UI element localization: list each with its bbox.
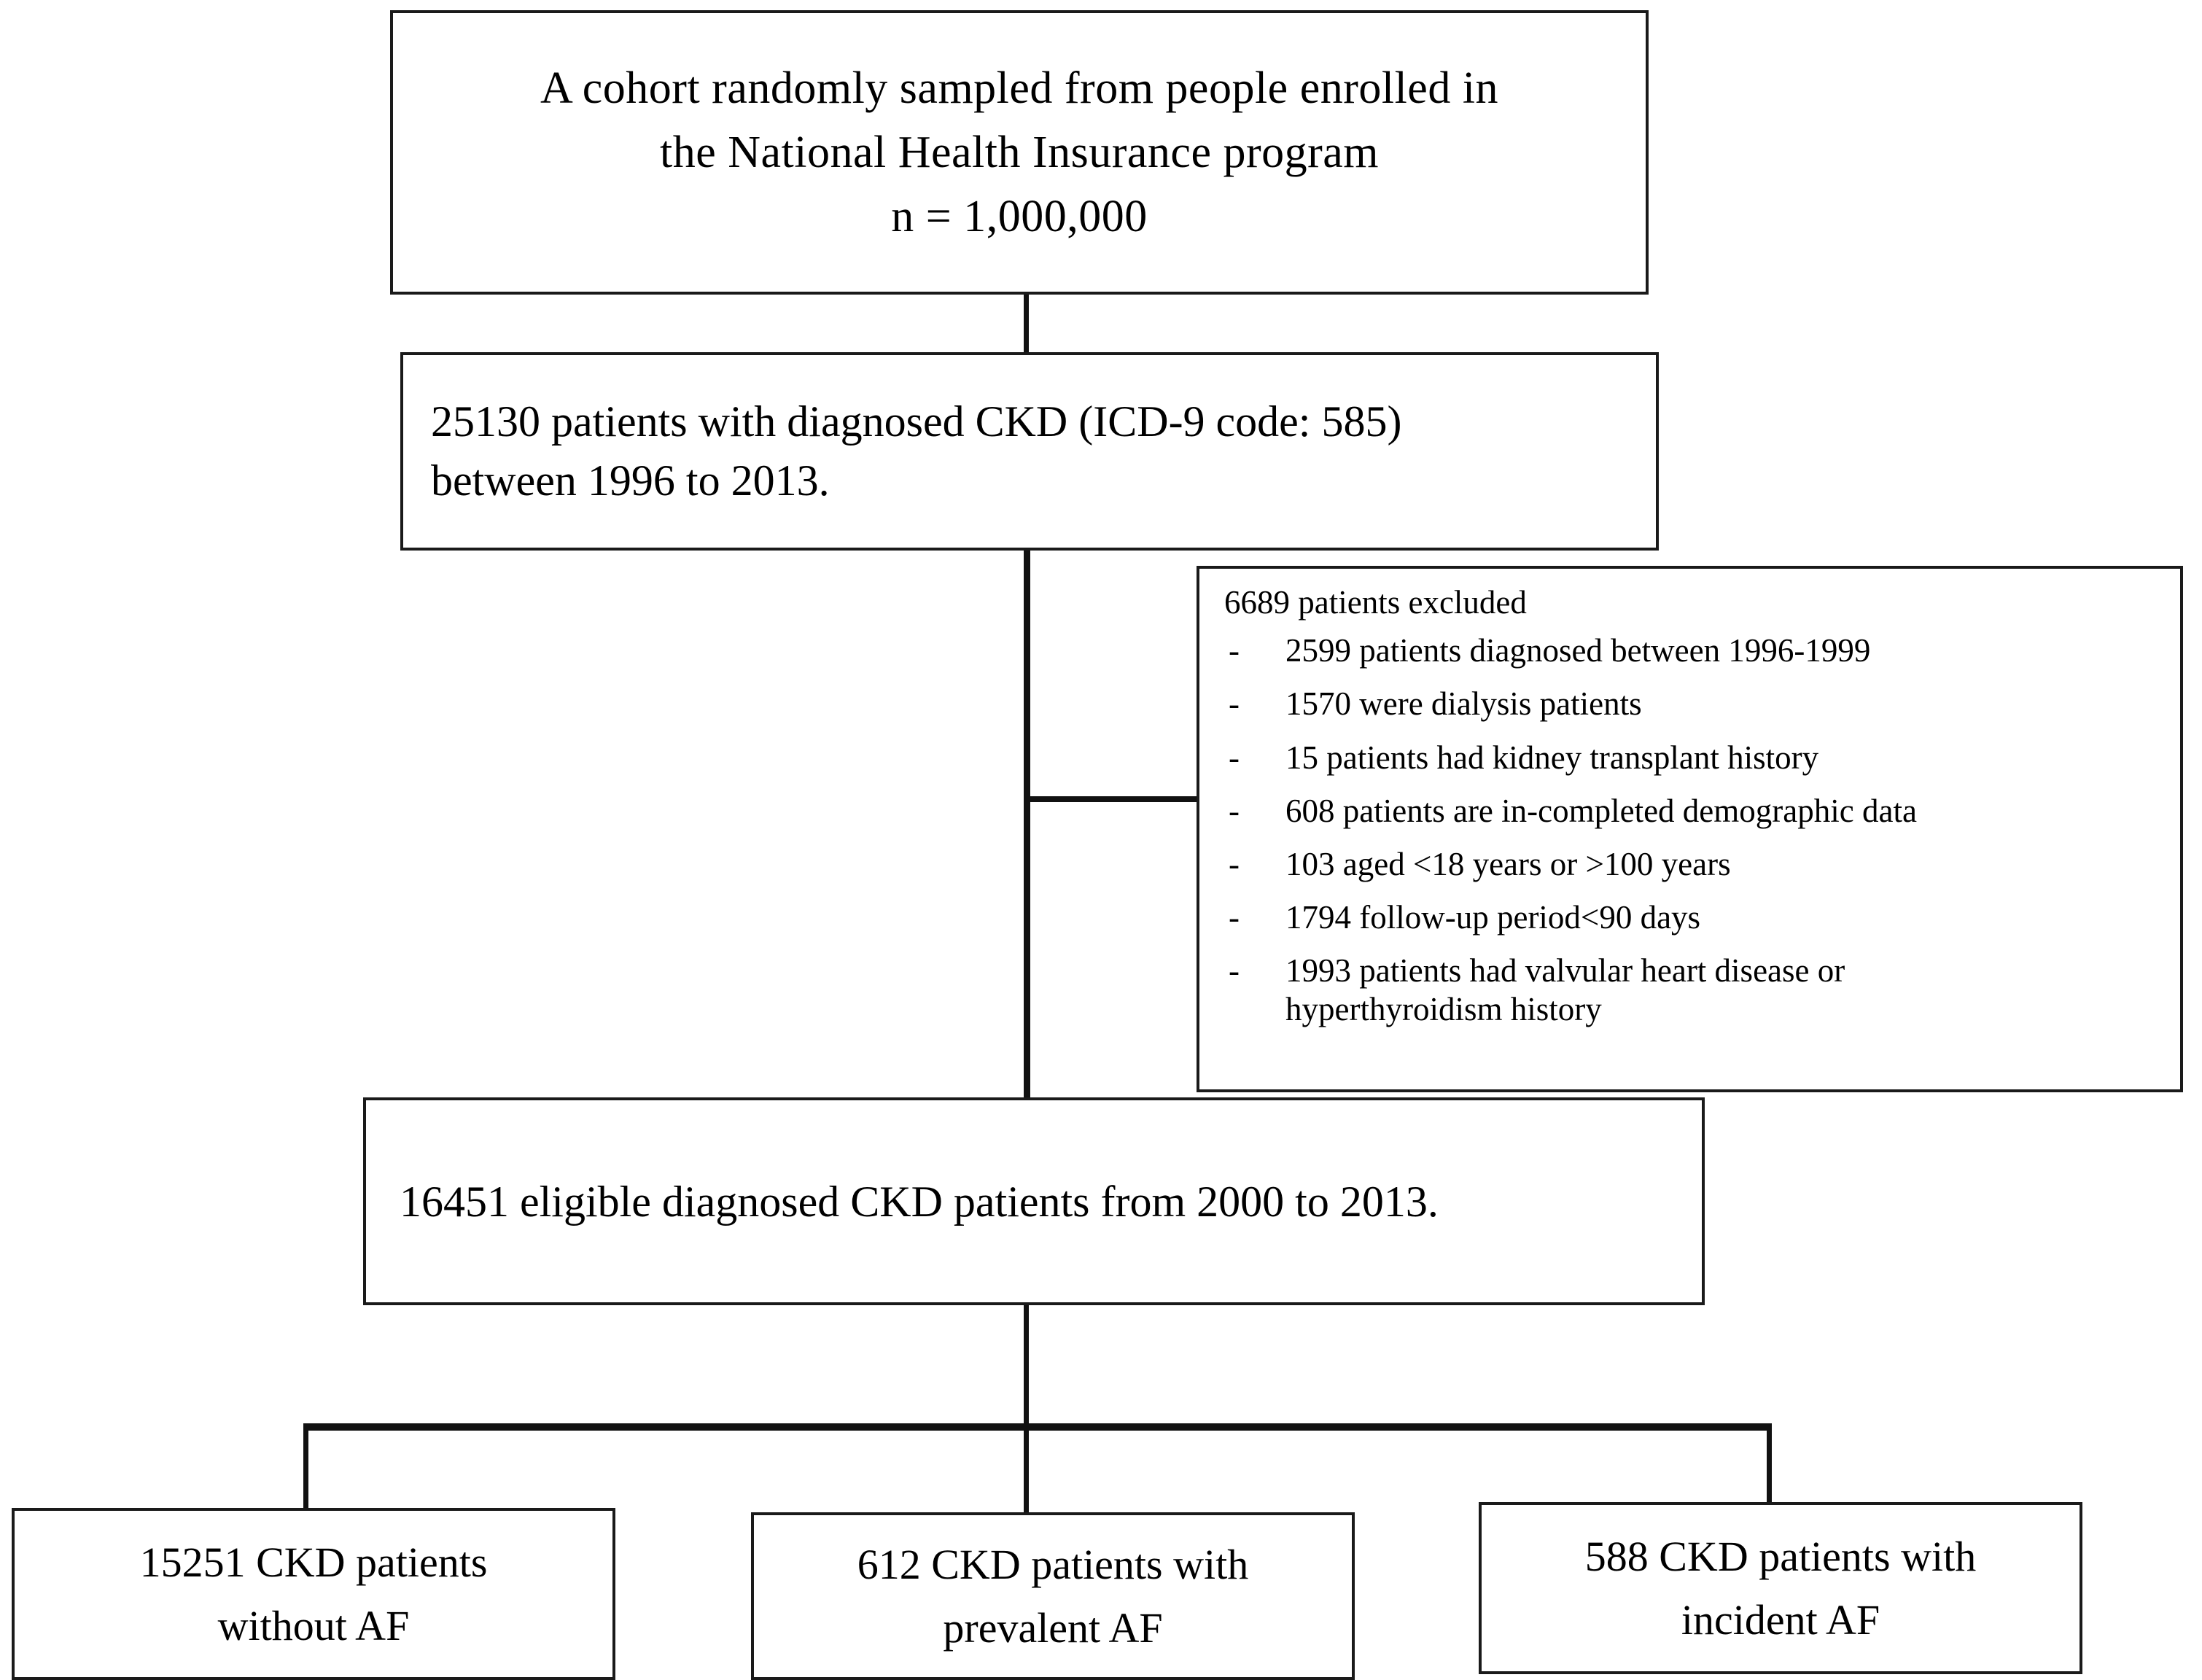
excluded-item-3: - 15 patients had kidney transplant hist…	[1218, 739, 2167, 777]
connector-eligible-to-fan	[1024, 1302, 1029, 1428]
eligible-line-1: 16451 eligible diagnosed CKD patients fr…	[400, 1177, 1439, 1226]
incident-af-line-2: incident AF	[1681, 1596, 1880, 1644]
excluded-item-2: - 1570 were dialysis patients	[1218, 685, 2167, 723]
excluded-item-7-text: 1993 patients had valvular heart disease…	[1285, 952, 1845, 989]
excluded-item-1-text: 2599 patients diagnosed between 1996-199…	[1285, 632, 1871, 669]
node-ckd-prevalent-af-text: 612 CKD patients with prevalent AF	[754, 1533, 1352, 1660]
node-ckd-prevalent-af: 612 CKD patients with prevalent AF	[751, 1512, 1355, 1680]
node-eligible-ckd: 16451 eligible diagnosed CKD patients fr…	[363, 1097, 1705, 1305]
node-ckd-without-af-text: 15251 CKD patients without AF	[15, 1531, 612, 1657]
excluded-item-4-text: 608 patients are in-completed demographi…	[1285, 792, 1917, 829]
excluded-item-5-text: 103 aged <18 years or >100 years	[1285, 845, 1731, 882]
connector-fan-right-drop	[1767, 1423, 1772, 1506]
bullet-dash-icon: -	[1229, 739, 1240, 776]
bullet-dash-icon: -	[1229, 952, 1240, 989]
node-ckd-without-af: 15251 CKD patients without AF	[12, 1508, 615, 1680]
connector-cohort-to-ckd	[1024, 292, 1029, 354]
ckd-line-2: between 1996 to 2013.	[431, 456, 830, 505]
connector-fan-middle-drop	[1024, 1423, 1029, 1517]
bullet-dash-icon: -	[1229, 792, 1240, 829]
connector-ckd-to-eligible	[1024, 548, 1030, 1102]
excluded-item-7: - 1993 patients had valvular heart disea…	[1218, 952, 2167, 1027]
cohort-line-2: the National Health Insurance program	[659, 127, 1379, 177]
excluded-item-2-text: 1570 were dialysis patients	[1285, 685, 1642, 723]
node-ckd-diagnosed: 25130 patients with diagnosed CKD (ICD-9…	[400, 352, 1659, 551]
bullet-dash-icon: -	[1229, 632, 1240, 669]
node-ckd-incident-af-text: 588 CKD patients with incident AF	[1482, 1525, 2080, 1652]
without-af-line-2: without AF	[217, 1602, 410, 1649]
connector-to-excluded-box	[1024, 796, 1201, 802]
node-source-cohort: A cohort randomly sampled from people en…	[390, 10, 1649, 295]
excluded-item-7-continuation: hyperthyroidism history	[1285, 990, 1602, 1027]
excluded-item-6: - 1794 follow-up period<90 days	[1218, 898, 2167, 936]
ckd-line-1: 25130 patients with diagnosed CKD (ICD-9…	[431, 397, 1402, 446]
bullet-dash-icon: -	[1229, 899, 1240, 936]
node-source-cohort-text: A cohort randomly sampled from people en…	[393, 56, 1646, 249]
connector-fan-left-drop	[303, 1423, 308, 1512]
excluded-item-5: - 103 aged <18 years or >100 years	[1218, 845, 2167, 883]
excluded-heading: 6689 patients excluded	[1224, 584, 1527, 621]
node-ckd-diagnosed-text: 25130 patients with diagnosed CKD (ICD-9…	[431, 392, 1628, 510]
excluded-item-4: - 608 patients are in-completed demograp…	[1218, 792, 2167, 830]
node-eligible-text: 16451 eligible diagnosed CKD patients fr…	[400, 1173, 1668, 1230]
incident-af-line-1: 588 CKD patients with	[1584, 1533, 1977, 1580]
node-excluded-patients: 6689 patients excluded - 2599 patients d…	[1197, 566, 2183, 1092]
excluded-item-1: - 2599 patients diagnosed between 1996-1…	[1218, 631, 2167, 669]
cohort-line-1: A cohort randomly sampled from people en…	[540, 63, 1499, 113]
bullet-dash-icon: -	[1229, 845, 1240, 882]
node-ckd-incident-af: 588 CKD patients with incident AF	[1479, 1502, 2082, 1674]
prevalent-af-line-1: 612 CKD patients with	[857, 1541, 1249, 1588]
prevalent-af-line-2: prevalent AF	[943, 1604, 1163, 1652]
connector-fan-horizontal-bar	[303, 1423, 1772, 1431]
excluded-item-3-text: 15 patients had kidney transplant histor…	[1285, 739, 1819, 776]
without-af-line-1: 15251 CKD patients	[139, 1539, 488, 1586]
bullet-dash-icon: -	[1229, 685, 1240, 723]
excluded-item-6-text: 1794 follow-up period<90 days	[1285, 899, 1701, 936]
cohort-line-3: n = 1,000,000	[891, 192, 1148, 242]
